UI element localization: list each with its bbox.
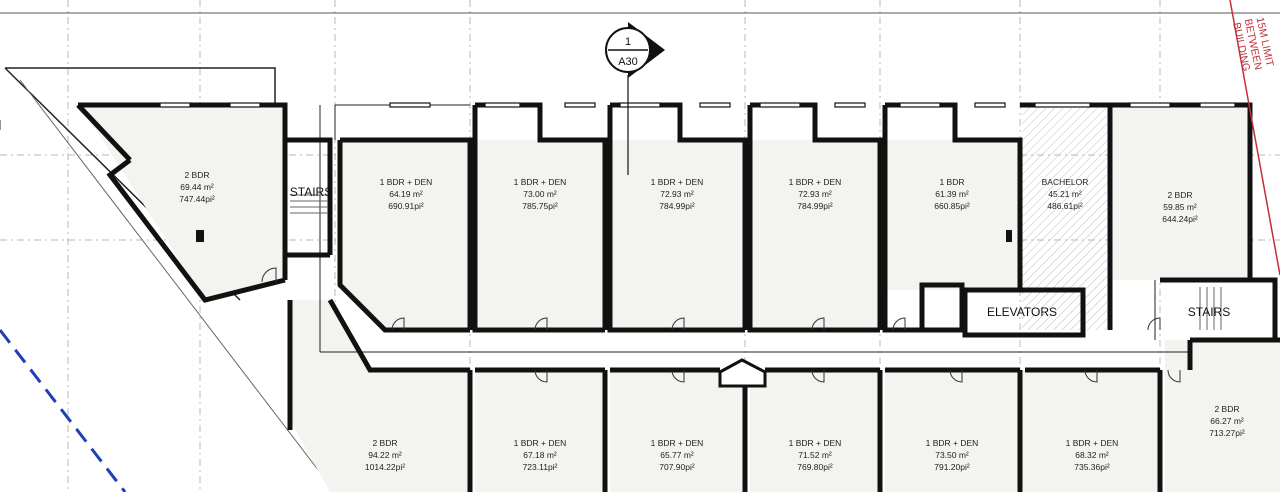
unit-area-m-label: 66.27 m² (1210, 416, 1244, 426)
section-sheet: A30 (618, 56, 638, 68)
unit-area-ft-label: 486.61pi² (1047, 201, 1083, 211)
unit-type-label: 1 BDR + DEN (1066, 438, 1119, 448)
unit-area-m-label: 71.52 m² (798, 450, 832, 460)
unit-area-m-label: 72.93 m² (798, 189, 832, 199)
unit-area-ft-label: 784.99pi² (659, 201, 695, 211)
unit-area-ft-label: 723.11pi² (523, 462, 558, 472)
unit-type-label: 1 BDR (939, 177, 964, 187)
unit-area-m-label: 67.18 m² (523, 450, 557, 460)
unit-area-ft-label: 735.36pi² (1074, 462, 1110, 472)
unit-area-m-label: 73.00 m² (523, 189, 557, 199)
unit-area-m-label: 69.44 m² (180, 182, 214, 192)
unit-area-ft-label: 690.91pi² (388, 201, 424, 211)
stairs-left-label: STAIRS (290, 185, 332, 199)
unit-area-ft-label: 784.99pi² (797, 201, 833, 211)
unit-type-label: 1 BDR + DEN (651, 438, 704, 448)
section-marker: 1 A30 (605, 22, 665, 175)
unit-area-ft-label: 769.80pi² (797, 462, 833, 472)
unit-fills (80, 105, 1280, 492)
unit-area-ft-label: 747.44pi² (179, 194, 215, 204)
unit-type-label: 2 BDR (184, 170, 209, 180)
unit-type-label: 2 BDR (1214, 404, 1239, 414)
unit-type-label: 2 BDR (1167, 190, 1192, 200)
unit-area-m-label: 45.21 m² (1048, 189, 1082, 199)
unit-area-ft-label: 660.85pi² (934, 201, 970, 211)
section-number: 1 (625, 36, 631, 48)
elevators-label: ELEVATORS (987, 305, 1057, 319)
unit-area-m-label: 72.93 m² (660, 189, 694, 199)
unit-area-ft-label: 707.90pi² (659, 462, 695, 472)
walls (76, 102, 1280, 492)
limit-line (1229, 0, 1280, 276)
unit-type-label: 2 BDR (372, 438, 397, 448)
limit-note: 15M LIMIT BETWEEN BUILDING (1230, 16, 1276, 72)
unit-area-ft-label: 791.20pi² (934, 462, 970, 472)
bachelor-hatch (1022, 108, 1107, 330)
unit-area-ft-label: 713.27pi² (1209, 428, 1245, 438)
unit-type-label: 1 BDR + DEN (789, 438, 842, 448)
unit-area-m-label: 59.85 m² (1163, 202, 1197, 212)
unit-area-m-label: 94.22 m² (368, 450, 402, 460)
unit-type-label: 1 BDR + DEN (380, 177, 433, 187)
unit-area-m-label: 65.77 m² (660, 450, 694, 460)
unit-area-ft-label: 644.24pi² (1162, 214, 1198, 224)
blue-dashed-line (0, 329, 127, 492)
unit-area-ft-label: 1014.22pi² (365, 462, 405, 472)
unit-type-label: 1 BDR + DEN (651, 177, 704, 187)
unit-type-label: 1 BDR + DEN (789, 177, 842, 187)
unit-type-label: BACHELOR (1042, 177, 1089, 187)
unit-area-m-label: 64.19 m² (389, 189, 423, 199)
unit-type-label: 1 BDR + DEN (514, 177, 567, 187)
unit-area-m-label: 68.32 m² (1075, 450, 1109, 460)
unit-area-m-label: 61.39 m² (935, 189, 969, 199)
unit-type-label: 1 BDR + DEN (514, 438, 567, 448)
unit-labels-bottom: 2 BDR 94.22 m² 1014.22pi² 1 BDR + DEN 67.18 … (365, 404, 1245, 472)
unit-area-m-label: 73.50 m² (935, 450, 969, 460)
unit-type-label: 1 BDR + DEN (926, 438, 979, 448)
unit-area-ft-label: 785.75pi² (522, 201, 558, 211)
unit-labels-top: 2 BDR 69.44 m² 747.44pi² 1 BDR + DEN 64.19 m… (179, 170, 1198, 224)
stairs-right-label: STAIRS (1188, 305, 1230, 319)
